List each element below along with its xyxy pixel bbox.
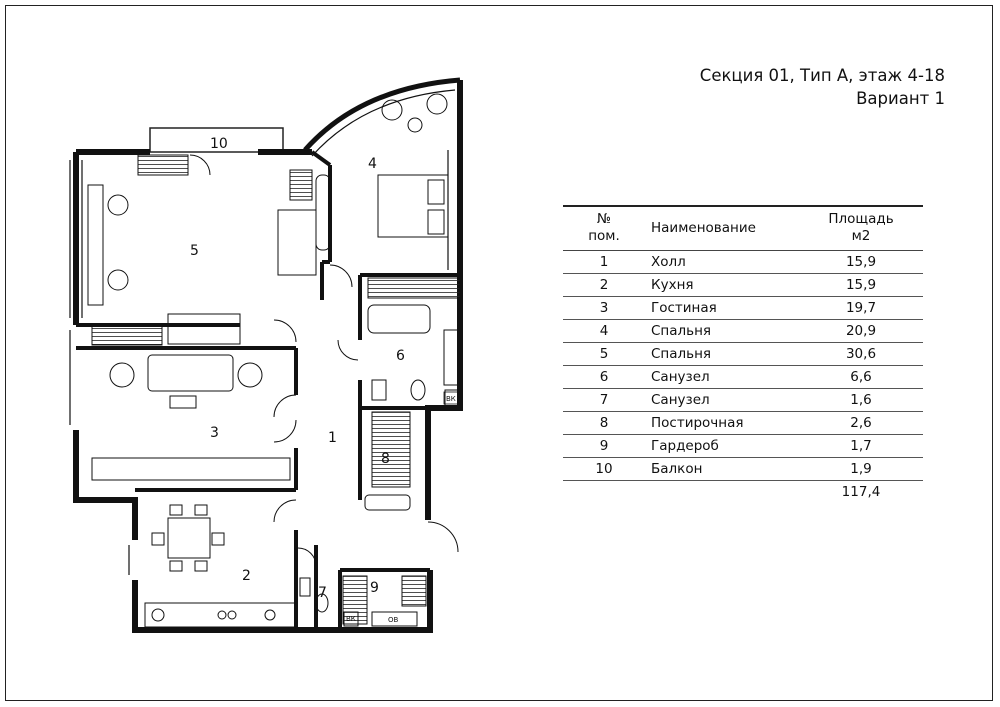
bedroom-4-furniture	[377, 93, 449, 238]
room-area: 6,6	[799, 365, 923, 389]
room-area: 15,9	[799, 273, 923, 297]
room-area: 30,6	[799, 342, 923, 366]
living-room-furniture	[91, 354, 291, 481]
room-label-10: 10	[210, 136, 228, 152]
room-label-1: 1	[328, 430, 337, 446]
room-num: 6	[563, 365, 645, 389]
kitchen-furniture	[144, 504, 296, 628]
room-name: Постирочная	[645, 411, 799, 435]
tag-vk-2: ВК	[346, 615, 356, 623]
room-label-5: 5	[190, 243, 199, 259]
header-area: Площадь м2	[799, 205, 923, 251]
room-label-4: 4	[368, 156, 377, 172]
room-label-6: 6	[396, 348, 405, 364]
room-num: 5	[563, 342, 645, 366]
page-frame	[5, 5, 993, 701]
room-label-9: 9	[370, 580, 379, 596]
exterior-walls	[73, 80, 463, 633]
room-label-8: 8	[381, 451, 390, 467]
windows	[69, 150, 449, 575]
header-area-line1: Площадь	[828, 211, 894, 227]
room-area: 20,9	[799, 319, 923, 343]
total-area: 117,4	[841, 484, 881, 500]
room-label-2: 2	[242, 568, 251, 584]
room-num: 10	[563, 457, 645, 481]
room-label-7: 7	[318, 585, 327, 601]
plan-heading: Секция 01, Тип А, этаж 4-18 Вариант 1	[700, 64, 945, 110]
door-swings	[189, 154, 459, 567]
room-area: 1,9	[799, 457, 923, 481]
table-header-row: № пом. Наименование Площадь м2	[563, 205, 923, 251]
curved-wall	[303, 77, 461, 152]
heading-section-line: Секция 01, Тип А, этаж 4-18	[699, 66, 945, 85]
room-area: 15,9	[799, 250, 923, 274]
room-name: Балкон	[645, 457, 799, 481]
room-num: 1	[563, 250, 645, 274]
tag-ov: ОВ	[388, 616, 399, 624]
tag-vk-1: ВК	[446, 395, 456, 403]
floor-plan: ВК ВК ОВ 1 2 3 4 5 6 7 8 9 10	[69, 77, 463, 633]
room-name: Санузел	[645, 388, 799, 412]
bedroom-5-furniture	[87, 174, 331, 345]
bathroom-fixtures	[299, 304, 460, 627]
room-area: 1,6	[799, 388, 923, 412]
room-name: Спальня	[645, 342, 799, 366]
header-area-line2: м2	[851, 228, 871, 244]
room-name: Гардероб	[645, 434, 799, 458]
wardrobes	[91, 154, 461, 625]
room-area: 2,6	[799, 411, 923, 435]
table-total-row: 117,4	[563, 481, 923, 504]
room-name: Кухня	[645, 273, 799, 297]
heading-variant-line: Вариант 1	[856, 89, 945, 108]
room-num: 9	[563, 434, 645, 458]
header-name: Наименование	[645, 205, 799, 251]
room-num: 8	[563, 411, 645, 435]
room-num: 2	[563, 273, 645, 297]
header-num-line1: №	[596, 211, 612, 227]
room-num: 3	[563, 296, 645, 320]
interior-walls	[76, 150, 460, 630]
room-label-3: 3	[210, 425, 219, 441]
room-num: 7	[563, 388, 645, 412]
room-name: Спальня	[645, 319, 799, 343]
room-area: 19,7	[799, 296, 923, 320]
room-name: Санузел	[645, 365, 799, 389]
room-name: Гостиная	[645, 296, 799, 320]
balcony-outline	[149, 127, 284, 153]
header-num: № пом.	[563, 205, 645, 251]
room-num: 4	[563, 319, 645, 343]
header-num-line2: пом.	[588, 228, 620, 244]
room-area: 1,7	[799, 434, 923, 458]
room-name: Холл	[645, 250, 799, 274]
